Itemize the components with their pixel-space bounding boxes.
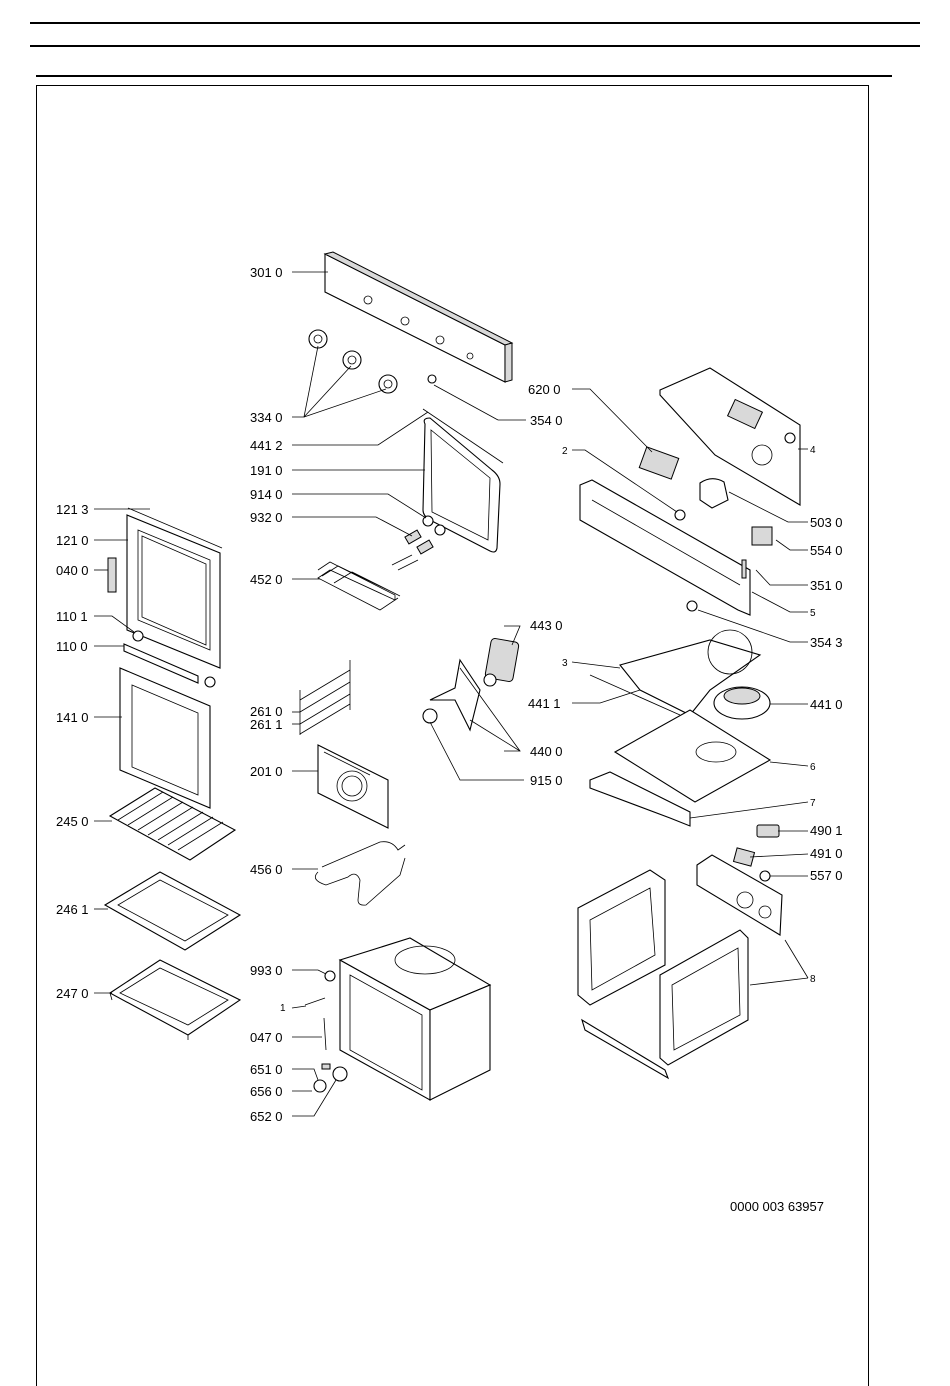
tangential-fan-part — [714, 687, 770, 719]
label-490-1: 490 1 — [810, 823, 843, 838]
control-board-part — [697, 855, 782, 935]
label-301-0: 301 0 — [250, 265, 283, 280]
label-3: 3 — [562, 658, 568, 669]
baking-tray-part — [105, 872, 240, 950]
inner-glass-part — [120, 668, 210, 808]
label-441-1: 441 1 — [528, 696, 561, 711]
label-247-0: 247 0 — [56, 986, 89, 1001]
label-261-1: 261 1 — [250, 717, 283, 732]
label-441-0: 441 0 — [810, 697, 843, 712]
label-932-0: 932 0 — [250, 510, 283, 525]
terminal-block-part — [639, 447, 678, 479]
label-993-0: 993 0 — [250, 963, 283, 978]
shelf-support-part — [300, 660, 350, 735]
rear-top-panel-part — [660, 368, 800, 505]
label-110-1: 110 1 — [56, 609, 88, 624]
label-491-0: 491 0 — [810, 846, 843, 861]
label-5: 5 — [810, 608, 816, 619]
label-110-0: 110 0 — [56, 639, 88, 654]
label-354-3: 354 3 — [810, 635, 843, 650]
label-4: 4 — [810, 445, 816, 456]
label-557-0: 557 0 — [810, 868, 843, 883]
label-452-0: 452 0 — [250, 572, 283, 587]
label-554-0: 554 0 — [810, 543, 843, 558]
label-440-0: 440 0 — [530, 744, 563, 759]
label-915-0: 915 0 — [530, 773, 563, 788]
drawing-number: 0000 003 63957 — [730, 1199, 824, 1214]
label-620-0: 620 0 — [528, 382, 561, 397]
label-245-0: 245 0 — [56, 814, 89, 829]
label-2: 2 — [562, 446, 568, 457]
wire-shelf-part — [110, 788, 235, 860]
label-651-0: 651 0 — [250, 1062, 283, 1077]
label-121-3: 121 3 — [56, 502, 89, 517]
label-656-0: 656 0 — [250, 1084, 283, 1099]
label-201-0: 201 0 — [250, 764, 283, 779]
label-6: 6 — [810, 762, 816, 773]
label-334-0: 334 0 — [250, 410, 283, 425]
label-1: 1 — [280, 1003, 286, 1014]
label-354-0: 354 0 — [530, 413, 563, 428]
fan-cover-part — [318, 745, 388, 828]
label-246-1: 246 1 — [56, 902, 89, 917]
label-7: 7 — [810, 798, 816, 809]
label-652-0: 652 0 — [250, 1109, 283, 1124]
label-8: 8 — [810, 974, 816, 985]
label-191-0: 191 0 — [250, 463, 283, 478]
label-456-0: 456 0 — [250, 862, 283, 877]
grill-element-part — [318, 555, 418, 610]
label-443-0: 443 0 — [530, 618, 563, 633]
label-121-0: 121 0 — [56, 533, 89, 548]
label-047-0: 047 0 — [250, 1030, 283, 1045]
oven-cavity-part — [340, 938, 490, 1100]
label-351-0: 351 0 — [810, 578, 843, 593]
bottom-element-part — [315, 842, 405, 905]
label-040-0: 040 0 — [56, 563, 89, 578]
label-503-0: 503 0 — [810, 515, 843, 530]
side-panels-part — [578, 870, 748, 1078]
label-441-2: 441 2 — [250, 438, 283, 453]
label-914-0: 914 0 — [250, 487, 283, 502]
label-141-0: 141 0 — [56, 710, 89, 725]
knobs-part — [309, 330, 436, 393]
deep-pan-part — [110, 960, 240, 1040]
